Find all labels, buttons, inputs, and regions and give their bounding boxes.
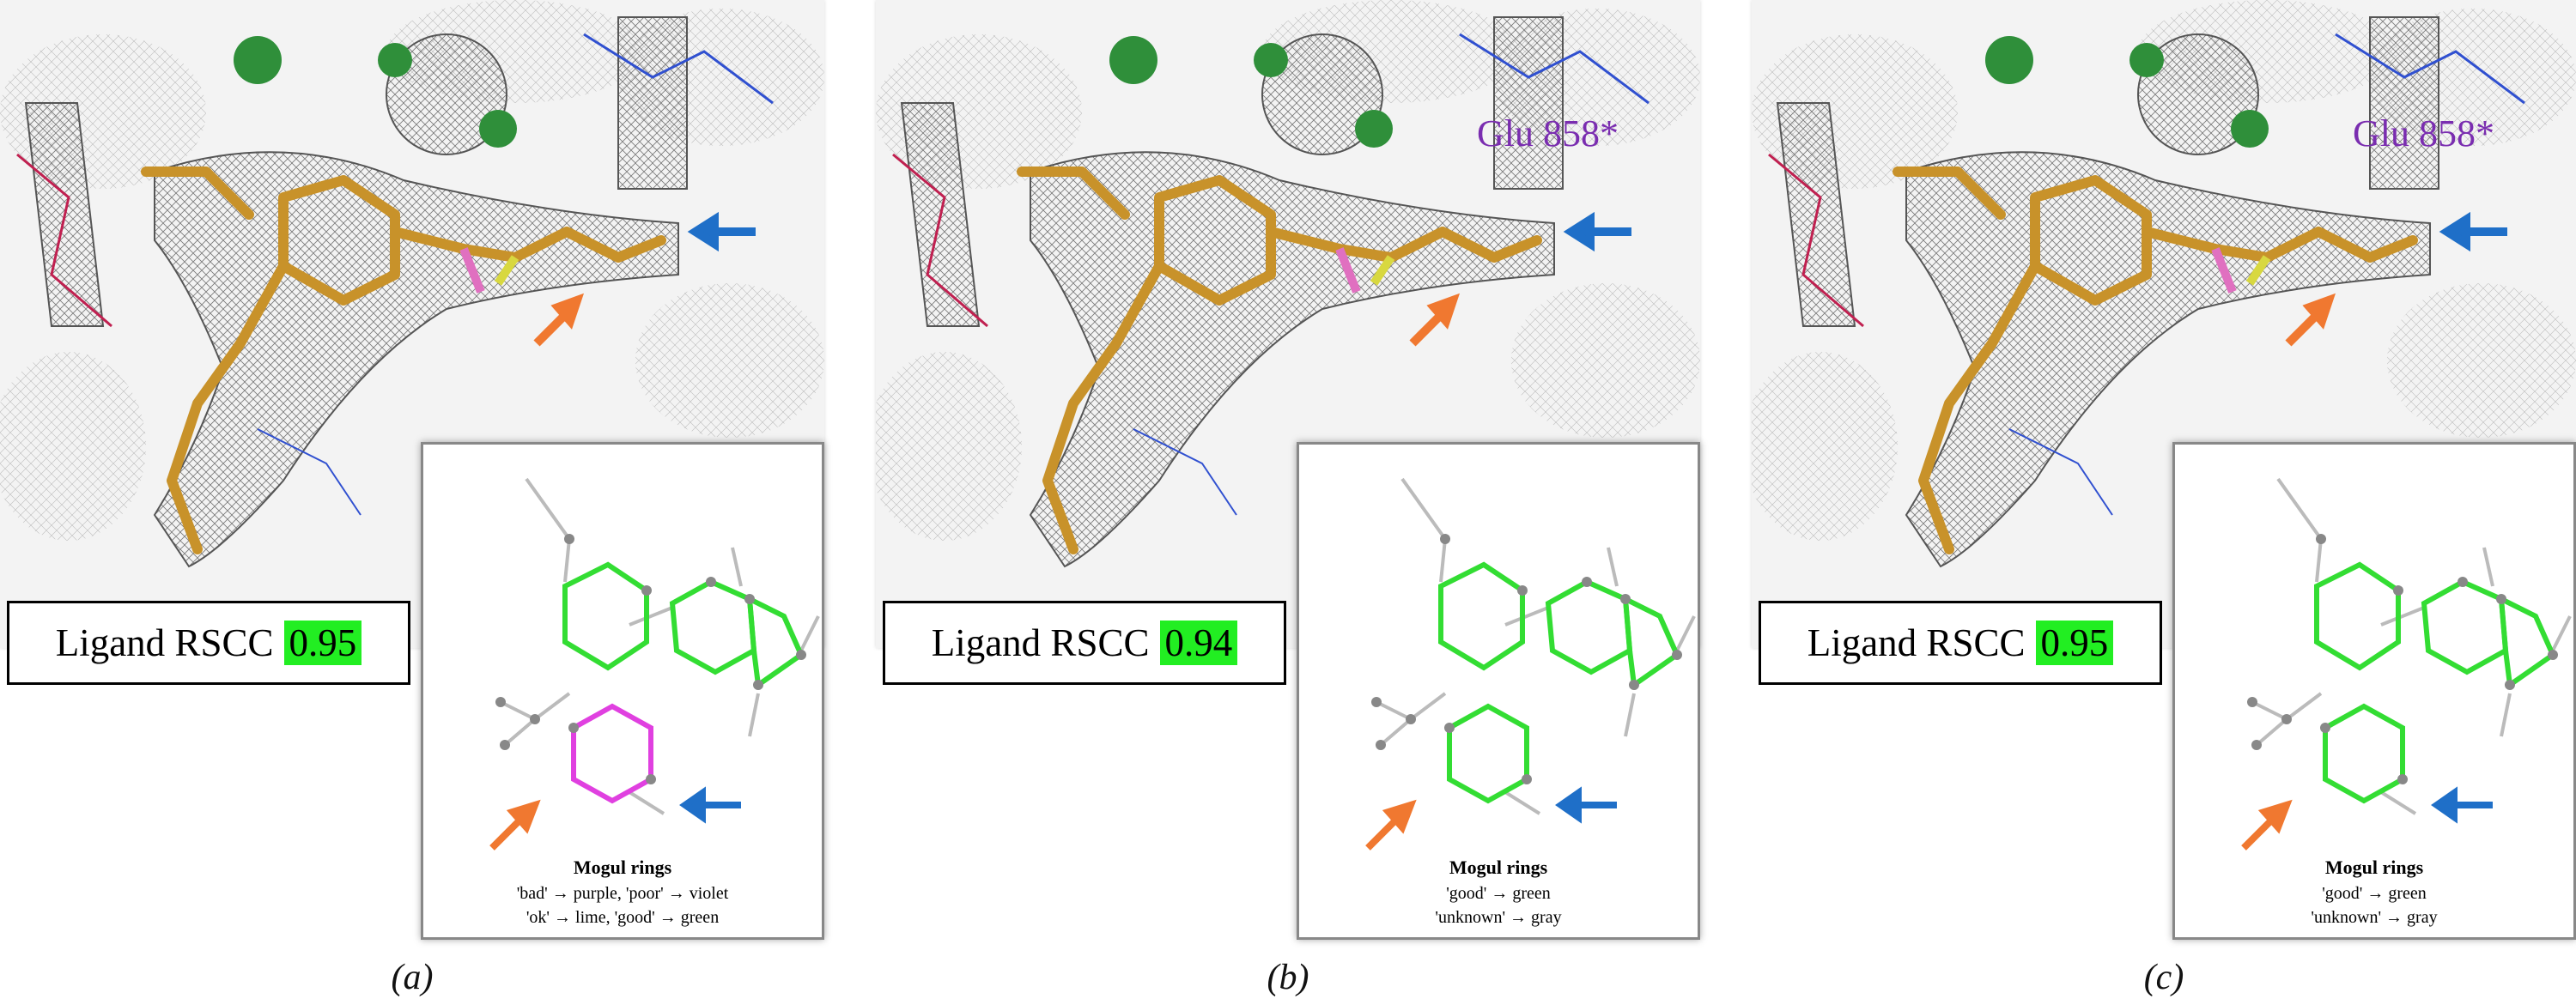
ligand-density-render bbox=[0, 0, 824, 568]
mogul-ring-diagram bbox=[1365, 477, 1696, 851]
mogul-legend-line-2: 'unknown' → gray bbox=[1435, 908, 1562, 927]
rscc-label: Ligand RSCC bbox=[1807, 621, 2026, 664]
panel-caption: (b) bbox=[1267, 958, 1309, 997]
figure-panel-c: Glu 858* Ligand RSCC 0.95 bbox=[1752, 0, 2576, 999]
glu-858-label: Glu 858* bbox=[1477, 112, 1619, 154]
panel-caption: (a) bbox=[391, 958, 434, 997]
upper-left-ring bbox=[562, 561, 649, 671]
mogul-title: Mogul rings bbox=[2324, 857, 2424, 878]
panel-caption: (c) bbox=[2143, 958, 2184, 997]
five-ring bbox=[2498, 594, 2556, 690]
mogul-ring-diagram bbox=[489, 477, 820, 851]
rscc-value: 0.95 bbox=[2035, 621, 2114, 665]
mogul-title: Mogul rings bbox=[573, 857, 672, 878]
upper-left-ring bbox=[2314, 561, 2401, 671]
five-ring bbox=[746, 594, 805, 690]
upper-right-ring bbox=[1545, 578, 1633, 675]
glu-858-label: Glu 858* bbox=[2353, 112, 2494, 154]
mogul-inset: Mogul rings 'good' → green 'unknown' → g… bbox=[1297, 442, 1700, 940]
five-ring bbox=[1622, 594, 1680, 690]
ligand-density-render bbox=[876, 0, 1700, 568]
electron-density-view bbox=[0, 0, 824, 648]
rscc-label: Ligand RSCC bbox=[55, 621, 274, 664]
upper-left-ring bbox=[1438, 561, 1525, 671]
mogul-legend-line-1: 'good' → green bbox=[2322, 884, 2427, 903]
rscc-box: Ligand RSCC 0.95 bbox=[7, 601, 410, 685]
mogul-legend-line-2: 'ok' → lime, 'good' → green bbox=[526, 908, 720, 927]
mogul-ring-diagram bbox=[2241, 477, 2572, 851]
mogul-legend-line-2: 'unknown' → gray bbox=[2311, 908, 2438, 927]
figure-panel-a: Ligand RSCC 0.95 bbox=[0, 0, 824, 999]
mogul-legend-line-1: 'bad' → purple, 'poor' → violet bbox=[516, 884, 729, 903]
lower-ring bbox=[571, 703, 653, 804]
upper-right-ring bbox=[669, 578, 757, 675]
rscc-value: 0.94 bbox=[1159, 621, 1238, 665]
rscc-value: 0.95 bbox=[283, 621, 362, 665]
figure-panel-b: Glu 858* Ligand RSCC 0.94 bbox=[876, 0, 1700, 999]
mogul-inset: Mogul rings 'bad' → purple, 'poor' → vio… bbox=[421, 442, 824, 940]
rscc-box: Ligand RSCC 0.94 bbox=[883, 601, 1286, 685]
rscc-label: Ligand RSCC bbox=[931, 621, 1150, 664]
ligand-density-render bbox=[1752, 0, 2576, 568]
rscc-box: Ligand RSCC 0.95 bbox=[1759, 601, 2162, 685]
lower-ring bbox=[1447, 703, 1529, 804]
mogul-title: Mogul rings bbox=[1449, 857, 1548, 878]
lower-ring bbox=[2323, 703, 2405, 804]
upper-right-ring bbox=[2421, 578, 2509, 675]
mogul-inset: Mogul rings 'good' → green 'unknown' → g… bbox=[2172, 442, 2576, 940]
mogul-legend-line-1: 'good' → green bbox=[1446, 884, 1551, 903]
